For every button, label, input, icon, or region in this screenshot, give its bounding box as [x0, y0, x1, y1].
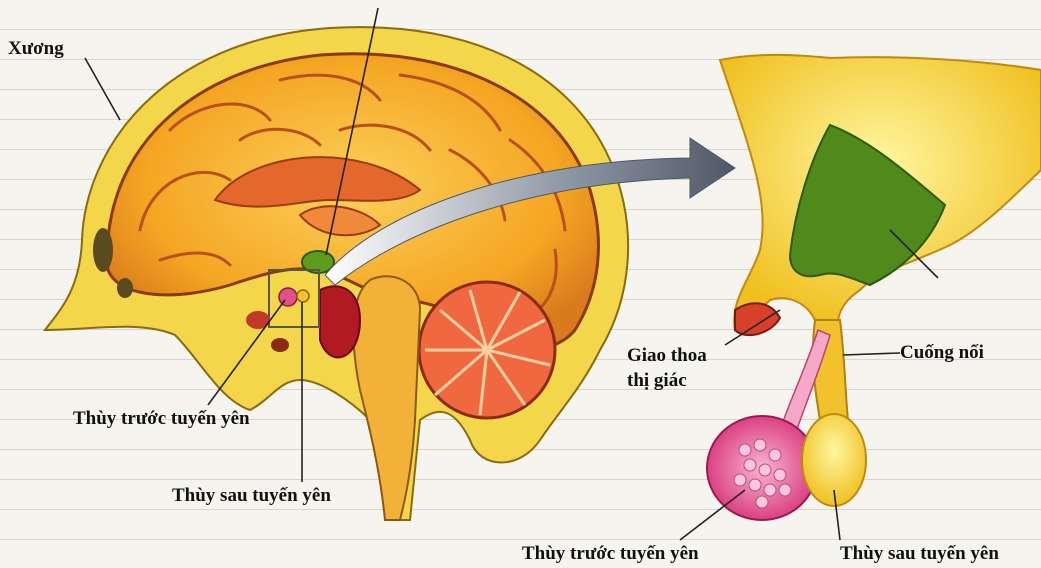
label-posterior-lobe-left: Thùy sau tuyến yên	[172, 485, 331, 507]
label-stalk: Cuống nối	[900, 342, 984, 364]
label-optic-chiasm-line2: thị giác	[627, 370, 687, 392]
label-posterior-lobe-right: Thùy sau tuyến yên	[840, 543, 999, 565]
label-anterior-lobe-right: Thùy trước tuyến yên	[522, 543, 699, 565]
cerebellum	[419, 282, 555, 418]
label-optic-chiasm-line1: Giao thoa	[627, 345, 707, 367]
label-anterior-lobe-left: Thùy trước tuyến yên	[73, 408, 250, 430]
anterior-lobe	[707, 416, 817, 520]
label-bone: Xương	[8, 38, 64, 60]
optic-chiasm	[735, 303, 780, 335]
pituitary-enlarged	[707, 55, 1041, 520]
